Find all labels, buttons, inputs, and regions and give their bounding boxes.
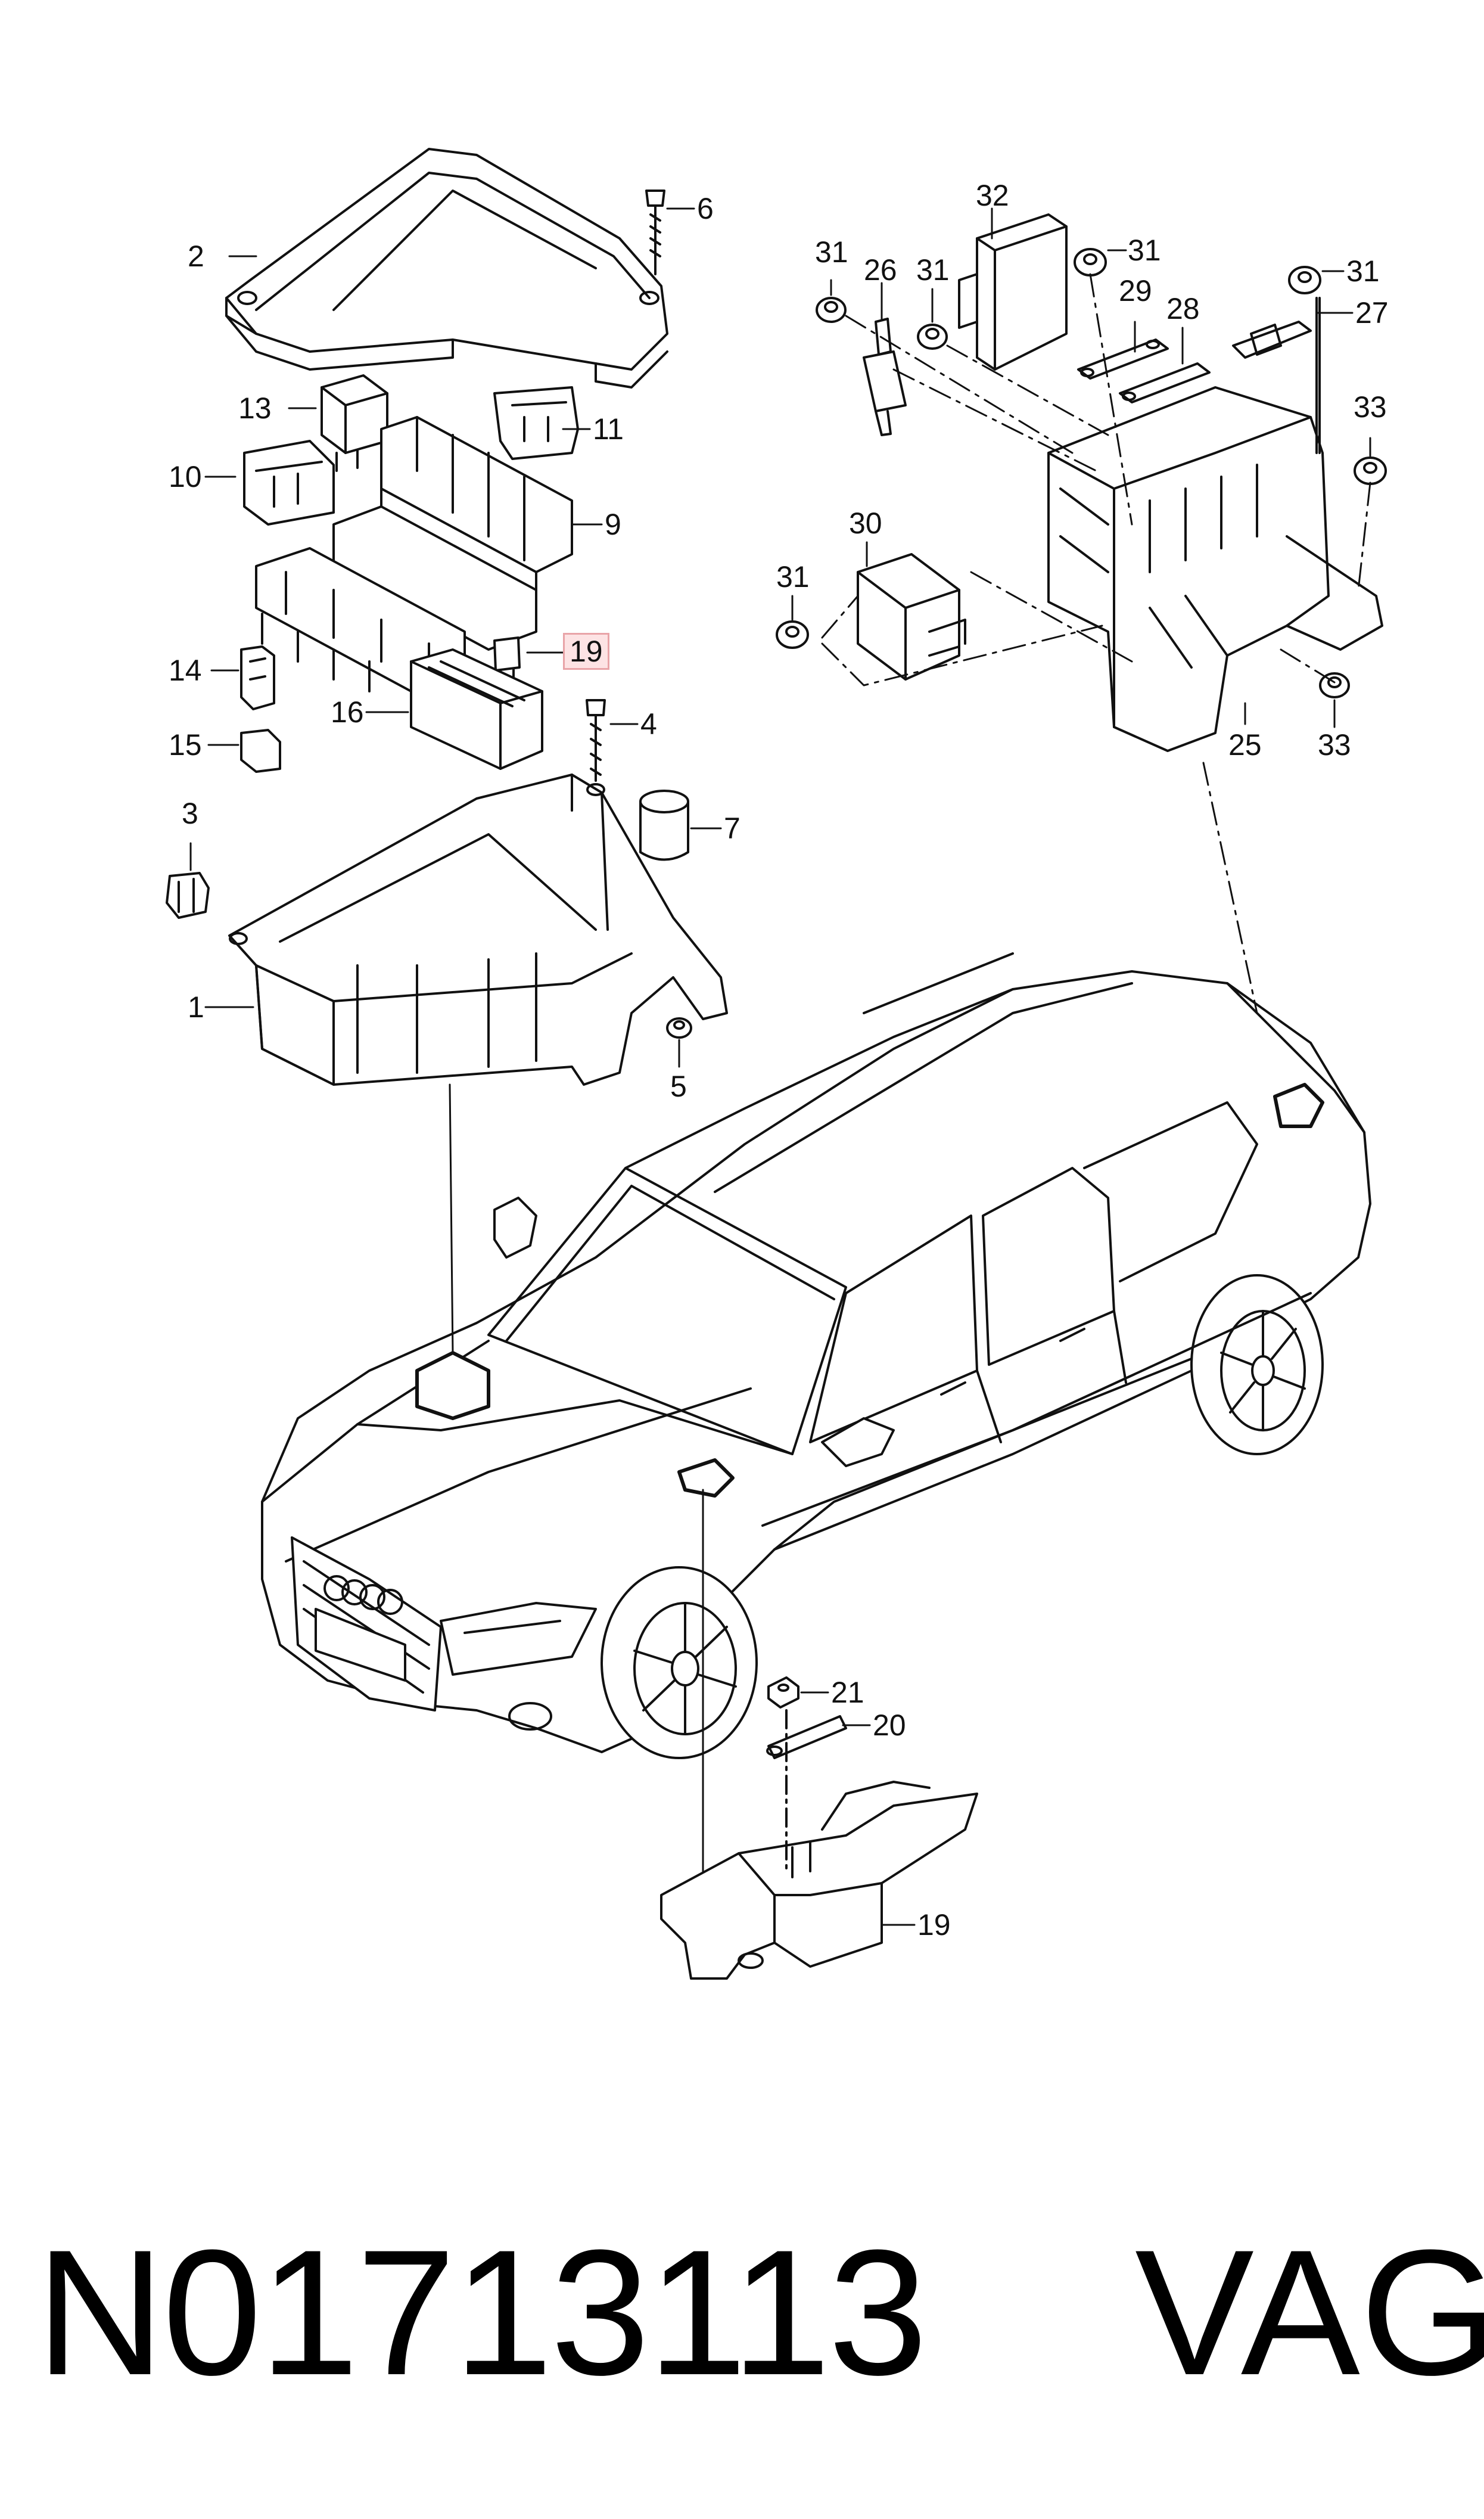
callout-31-d: 31 xyxy=(1346,254,1380,288)
fuse-block-15 xyxy=(411,650,542,769)
relay-12 xyxy=(322,375,387,471)
nut-33-b xyxy=(1320,673,1349,697)
fuse-26 xyxy=(864,319,906,435)
holder-10 xyxy=(244,441,334,524)
callout-2: 2 xyxy=(188,240,204,273)
callout-6: 6 xyxy=(697,192,714,225)
strap-29 xyxy=(1078,340,1168,378)
strap-28 xyxy=(1120,364,1209,402)
callout-4: 4 xyxy=(640,707,657,741)
car-illustration xyxy=(262,953,1370,1758)
callout-13: 14 xyxy=(169,654,202,687)
callout-30: 30 xyxy=(849,507,882,540)
nut-33-a xyxy=(1355,458,1386,484)
callout-32: 32 xyxy=(976,179,1009,212)
sleeve-7 xyxy=(640,791,688,860)
callout-27: 27 xyxy=(1355,296,1389,330)
nut-31-e xyxy=(777,622,808,648)
callout-1: 1 xyxy=(188,990,204,1024)
holder-11 xyxy=(494,387,578,459)
strap-20 xyxy=(767,1716,846,1758)
strip-27 xyxy=(1233,322,1311,358)
callout-16: 19 xyxy=(563,633,609,670)
car-leaders xyxy=(450,1085,703,1877)
manufacturer-label: VAG xyxy=(1135,2212,1484,2412)
fuse-box-cover xyxy=(226,149,667,387)
clip-14 xyxy=(241,730,280,772)
callout-26: 26 xyxy=(864,253,897,287)
bracket-19 xyxy=(661,1710,977,1978)
callout-31-a: 31 xyxy=(815,235,848,269)
callout-33-b: 33 xyxy=(1318,728,1351,762)
fuse-carrier-9 xyxy=(256,417,572,691)
callout-31-b: 31 xyxy=(916,253,950,287)
callout-leaders xyxy=(191,209,1370,1925)
callout-21: 21 xyxy=(831,1676,864,1709)
callout-9: 9 xyxy=(605,508,621,541)
relay-30 xyxy=(858,554,965,679)
callout-15: 16 xyxy=(331,695,364,729)
distribution-box-25 xyxy=(1049,298,1382,751)
callout-28: 28 xyxy=(1166,292,1200,325)
nut-21 xyxy=(769,1678,798,1707)
nut-31-b xyxy=(918,325,947,349)
housing-1 xyxy=(229,775,727,1085)
grommet-3 xyxy=(167,873,209,918)
callout-31-e: 31 xyxy=(776,560,810,594)
screw-4 xyxy=(587,700,605,781)
callout-20: 20 xyxy=(873,1709,906,1742)
module-32 xyxy=(959,215,1066,369)
callout-5: 5 xyxy=(670,1070,687,1103)
callout-29: 29 xyxy=(1119,274,1152,308)
clip-13 xyxy=(241,647,274,709)
part-number: N01713113 xyxy=(36,2212,928,2412)
callout-25: 25 xyxy=(1228,728,1262,762)
callout-10: 10 xyxy=(169,460,202,493)
callout-12: 13 xyxy=(238,392,272,425)
nut-31-a xyxy=(817,298,845,322)
callout-14: 15 xyxy=(169,728,202,762)
callout-11: 11 xyxy=(593,412,624,446)
callout-19: 19 xyxy=(917,1908,951,1942)
nut-5 xyxy=(667,1018,691,1038)
callout-7: 7 xyxy=(724,812,741,845)
screw-6 xyxy=(646,191,664,274)
callout-3: 3 xyxy=(182,797,198,830)
nut-31-d xyxy=(1289,267,1320,293)
callout-31-c: 31 xyxy=(1128,234,1161,267)
callout-33-a: 33 xyxy=(1354,390,1387,424)
assembly-leaders xyxy=(822,274,1370,1097)
nut-31-c xyxy=(1075,249,1106,275)
